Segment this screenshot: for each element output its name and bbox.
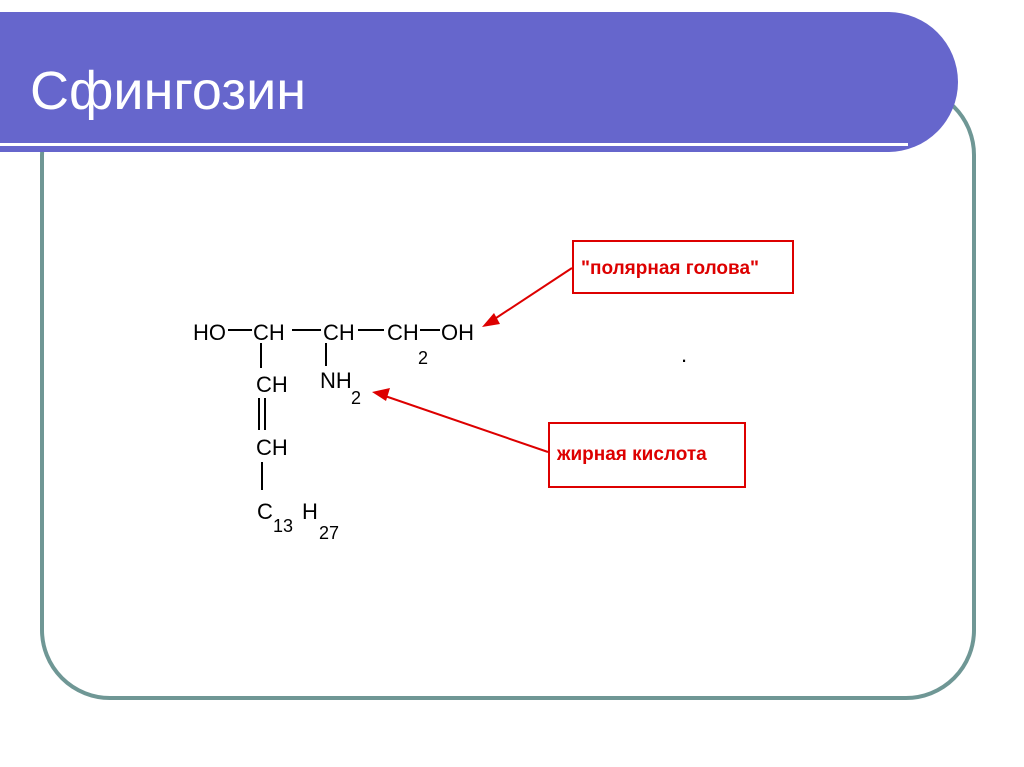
formula-ch-2: CH bbox=[323, 320, 355, 345]
slide-title: Сфингозин bbox=[30, 61, 307, 121]
title-underline bbox=[0, 143, 908, 146]
polar-head-arrow-line bbox=[489, 267, 573, 323]
fatty-acid-arrow-line bbox=[384, 395, 549, 453]
formula-ch-3-sub: 2 bbox=[418, 348, 428, 368]
slide-frame bbox=[40, 85, 976, 700]
formula-ho: HO bbox=[193, 320, 226, 345]
formula-ch-4: CH bbox=[256, 372, 288, 397]
polar-head-box bbox=[572, 240, 794, 294]
polar-head-arrowhead bbox=[482, 313, 500, 327]
fatty-acid-arrowhead bbox=[372, 388, 390, 401]
formula-ch-5: CH bbox=[256, 435, 288, 460]
formula-h-sub: 27 bbox=[319, 523, 339, 543]
polar-head-label: "полярная голова" bbox=[581, 258, 759, 279]
formula-c: C bbox=[257, 499, 273, 524]
fatty-acid-label: жирная кислота bbox=[556, 444, 707, 465]
formula-nh-sub: 2 bbox=[351, 388, 361, 408]
fatty-acid-box bbox=[548, 422, 746, 488]
formula-oh: OH bbox=[441, 320, 474, 345]
title-bar: Сфингозин bbox=[0, 12, 958, 152]
formula-nh: NH bbox=[320, 368, 352, 393]
stray-dot: . bbox=[681, 342, 687, 367]
formula-c-sub: 13 bbox=[273, 516, 293, 536]
formula-ch-3: CH bbox=[387, 320, 419, 345]
formula-h: H bbox=[302, 499, 318, 524]
formula-ch-1: CH bbox=[253, 320, 285, 345]
